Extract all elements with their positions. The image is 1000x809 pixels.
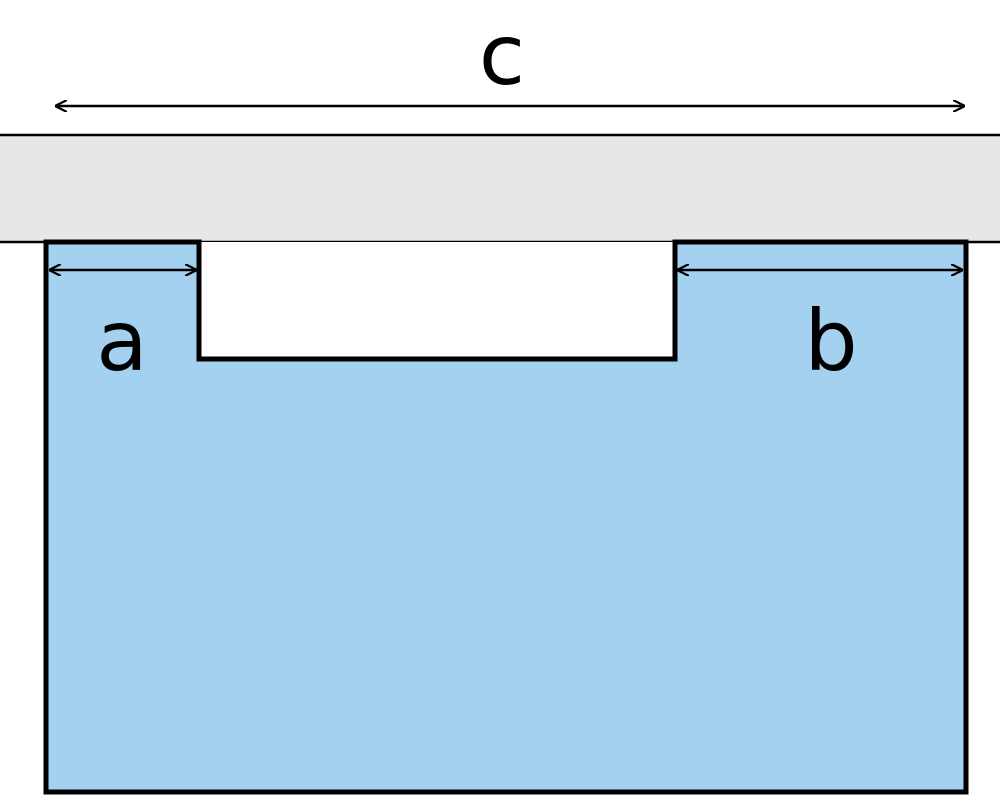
- label-c: c: [479, 6, 525, 104]
- top-band: [0, 133, 1000, 244]
- notch-outline: [196, 242, 678, 362]
- label-a: a: [96, 292, 147, 390]
- label-b: b: [804, 292, 857, 390]
- notch-cutout: [199, 242, 675, 359]
